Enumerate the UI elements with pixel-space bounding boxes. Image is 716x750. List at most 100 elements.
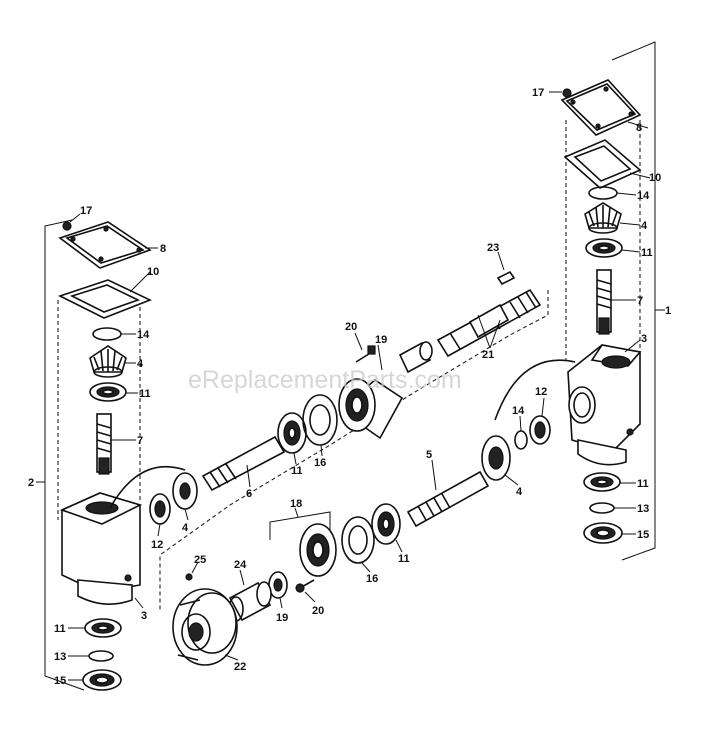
bearing-11-right-top — [585, 238, 641, 258]
spacer-19-upper — [398, 341, 433, 374]
label-13-left: 13 — [54, 651, 66, 663]
bearing-11-right-bottom — [583, 472, 636, 492]
bearing-12-lower — [529, 397, 551, 445]
label-3-left: 3 — [141, 610, 147, 622]
left-gearbox-assembly — [36, 213, 186, 691]
label-20-upper: 20 — [345, 321, 357, 333]
screw-17-left — [62, 213, 81, 231]
ring-14-lower — [514, 415, 528, 450]
spacer-19-lower — [268, 571, 288, 609]
gear-4-upper — [172, 472, 198, 521]
snap-ring-14-left — [92, 327, 136, 341]
bearing-12-upper — [149, 493, 171, 537]
screw-17-right — [549, 88, 572, 98]
label-8-right: 8 — [636, 122, 642, 134]
bearing-11-upper — [277, 412, 307, 465]
label-23: 23 — [487, 242, 499, 254]
label-14-lower: 14 — [512, 405, 525, 417]
label-18: 18 — [290, 498, 302, 510]
label-10-left: 10 — [147, 266, 159, 278]
bevel-gear-4-right — [584, 202, 641, 234]
label-4-lower: 4 — [516, 486, 523, 498]
housing-3-left — [59, 492, 144, 609]
bracket-1 — [611, 41, 656, 561]
snap-ring-13-left — [68, 650, 114, 662]
housing-3-right — [567, 339, 642, 466]
gasket-10-left — [57, 271, 153, 319]
label-19-lower: 19 — [276, 612, 288, 624]
label-16-lower: 16 — [366, 573, 378, 585]
cover-plate-8-left — [58, 221, 158, 269]
label-22: 22 — [234, 661, 246, 673]
cover-plate-8-right — [560, 79, 649, 136]
snap-ring-14-right — [588, 186, 637, 200]
label-11-right-top: 11 — [641, 247, 653, 259]
label-8-left: 8 — [160, 243, 166, 255]
bearing-11-lower — [371, 503, 403, 553]
shaft-7-right — [596, 269, 636, 335]
bracket-2 — [44, 219, 85, 691]
label-25: 25 — [194, 554, 206, 566]
bolt-20-lower — [295, 579, 316, 603]
bolt-20-upper — [354, 332, 376, 363]
label-11-upper: 11 — [291, 465, 303, 477]
callout-labels: 17 8 10 14 4 11 7 1 3 11 13 15 23 20 19 … — [28, 87, 671, 687]
flange-18-lower — [299, 523, 337, 577]
label-12-right: 12 — [535, 386, 547, 398]
shaft-7-left — [96, 413, 136, 475]
label-17-right: 17 — [532, 87, 544, 99]
gear-4-lower — [481, 435, 519, 486]
label-7-left: 7 — [137, 435, 143, 447]
assembly-arrow-left — [109, 465, 186, 509]
gasket-16-upper — [302, 394, 338, 457]
fitting-25 — [185, 561, 199, 581]
snap-ring-13-right — [589, 502, 636, 514]
label-2: 2 — [28, 477, 34, 489]
assembly-arrow-right — [494, 359, 576, 421]
label-4-upper: 4 — [182, 522, 189, 534]
upper-shaft-row — [149, 251, 549, 610]
label-19-upper: 19 — [375, 334, 387, 346]
label-15-right: 15 — [637, 529, 649, 541]
bracket-18 — [269, 511, 331, 540]
flange-18-upper — [338, 344, 404, 440]
bearing-11-left-bottom — [68, 618, 122, 638]
bevel-gear-4-left — [89, 345, 136, 378]
label-12-left: 12 — [151, 539, 163, 551]
seal-15-left — [68, 669, 122, 691]
pulley-22 — [172, 588, 239, 666]
label-14-right: 14 — [637, 190, 650, 202]
gasket-16-lower — [341, 516, 375, 573]
label-4-left: 4 — [137, 358, 144, 370]
key-23 — [496, 251, 516, 286]
label-15-left: 15 — [54, 675, 66, 687]
label-11-lower: 11 — [398, 553, 410, 565]
label-20-lower: 20 — [312, 605, 324, 617]
right-gearbox-assembly — [494, 41, 665, 561]
bearing-11-left-top — [89, 382, 138, 402]
label-3-right: 3 — [641, 333, 647, 345]
label-11-left-top: 11 — [139, 388, 151, 400]
label-17-left: 17 — [80, 205, 92, 217]
label-11-left-bottom: 11 — [54, 623, 66, 635]
label-1: 1 — [665, 305, 671, 317]
shaft-6 — [201, 435, 286, 492]
shaft-21 — [436, 288, 542, 358]
watermark: eReplacementParts.com — [188, 366, 462, 394]
label-14-left: 14 — [137, 329, 150, 341]
label-24: 24 — [234, 559, 247, 571]
lower-shaft-row — [172, 397, 551, 666]
label-10-right: 10 — [649, 172, 661, 184]
label-16-upper: 16 — [314, 457, 326, 469]
seal-15-right — [583, 522, 636, 544]
label-13-right: 13 — [637, 503, 649, 515]
label-7-right: 7 — [637, 295, 643, 307]
label-6: 6 — [246, 488, 252, 500]
gasket-10-right — [563, 139, 651, 189]
label-21: 21 — [482, 349, 494, 361]
label-5: 5 — [426, 449, 432, 461]
label-11-right-bottom: 11 — [637, 478, 649, 490]
shaft-5 — [406, 459, 490, 528]
label-4-right: 4 — [641, 220, 648, 232]
